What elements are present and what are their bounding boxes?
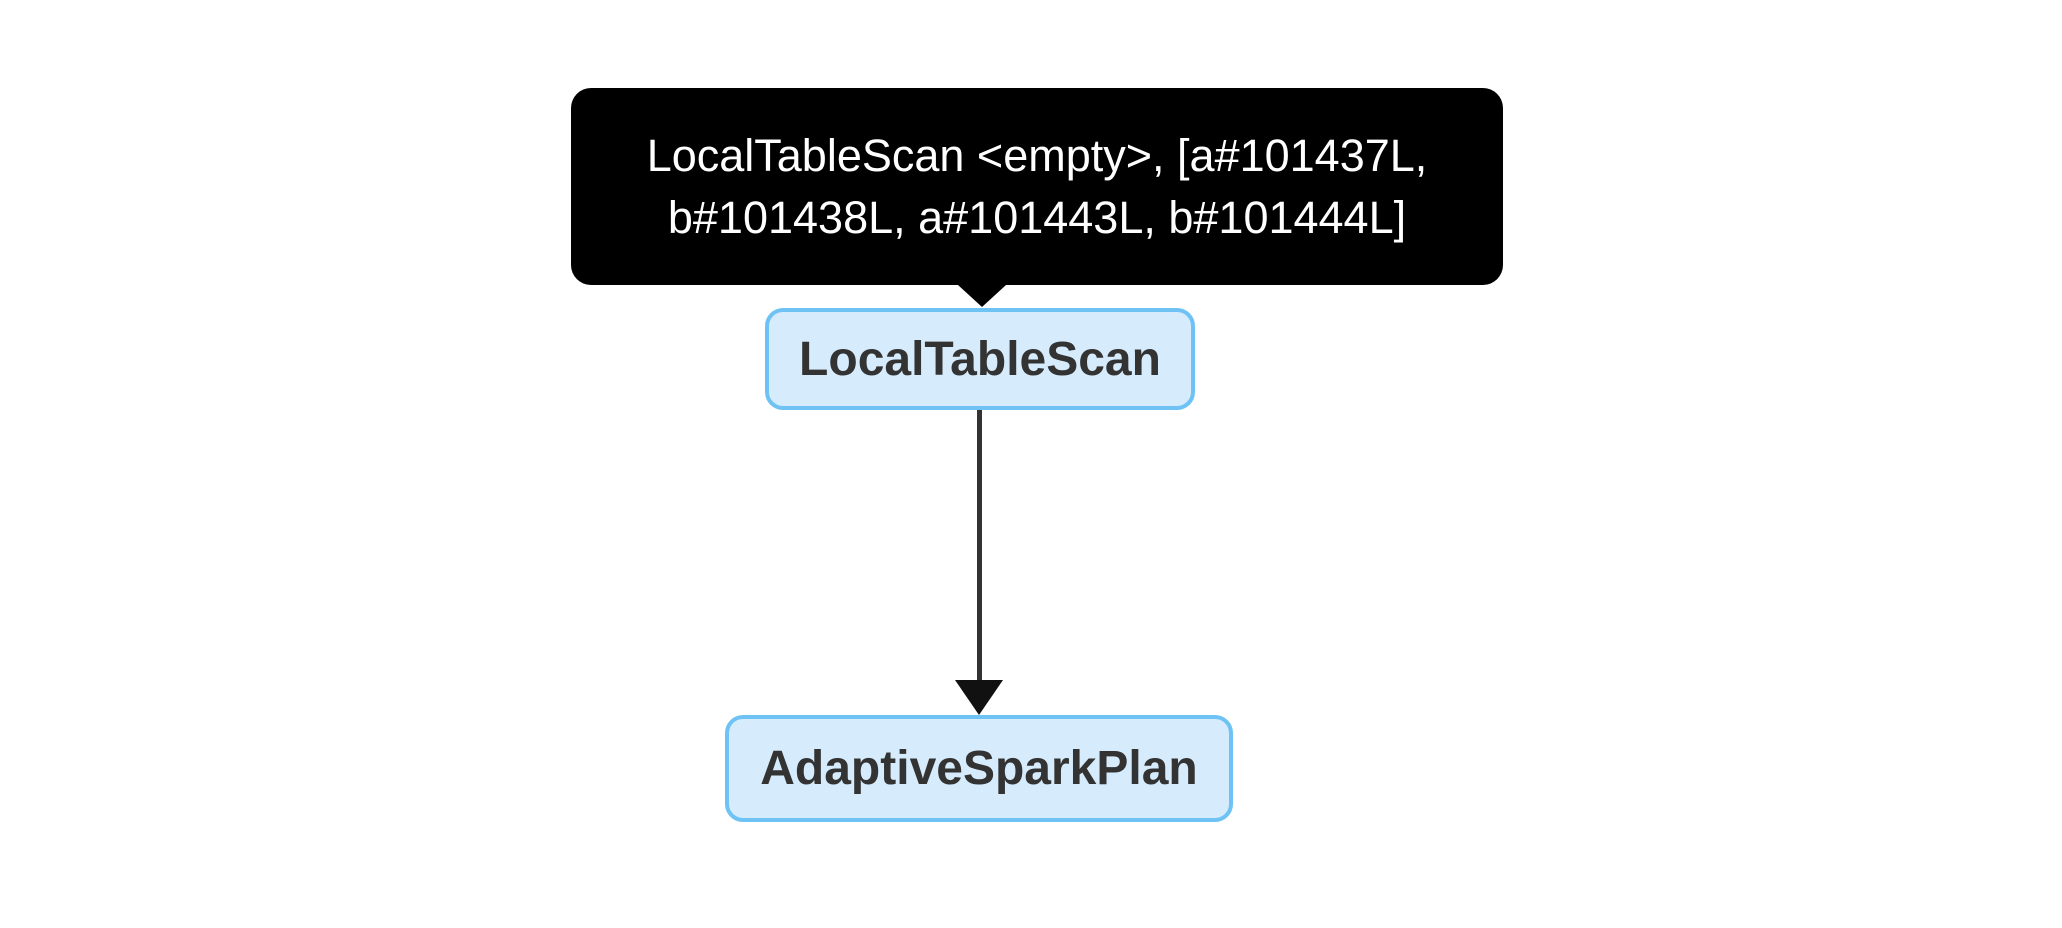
node-tooltip: LocalTableScan <empty>, [a#101437L, b#10…: [571, 88, 1503, 307]
plan-node-localtablescan[interactable]: LocalTableScan: [765, 308, 1195, 410]
tooltip-pointer-icon: [958, 285, 1006, 307]
plan-node-label: LocalTableScan: [799, 332, 1161, 386]
plan-node-adaptivesparkplan[interactable]: AdaptiveSparkPlan: [725, 715, 1233, 822]
tooltip-text: LocalTableScan <empty>, [a#101437L, b#10…: [646, 129, 1428, 243]
edge-arrowhead-icon: [955, 680, 1003, 715]
plan-node-label: AdaptiveSparkPlan: [760, 742, 1198, 795]
edge-line: [977, 410, 982, 682]
